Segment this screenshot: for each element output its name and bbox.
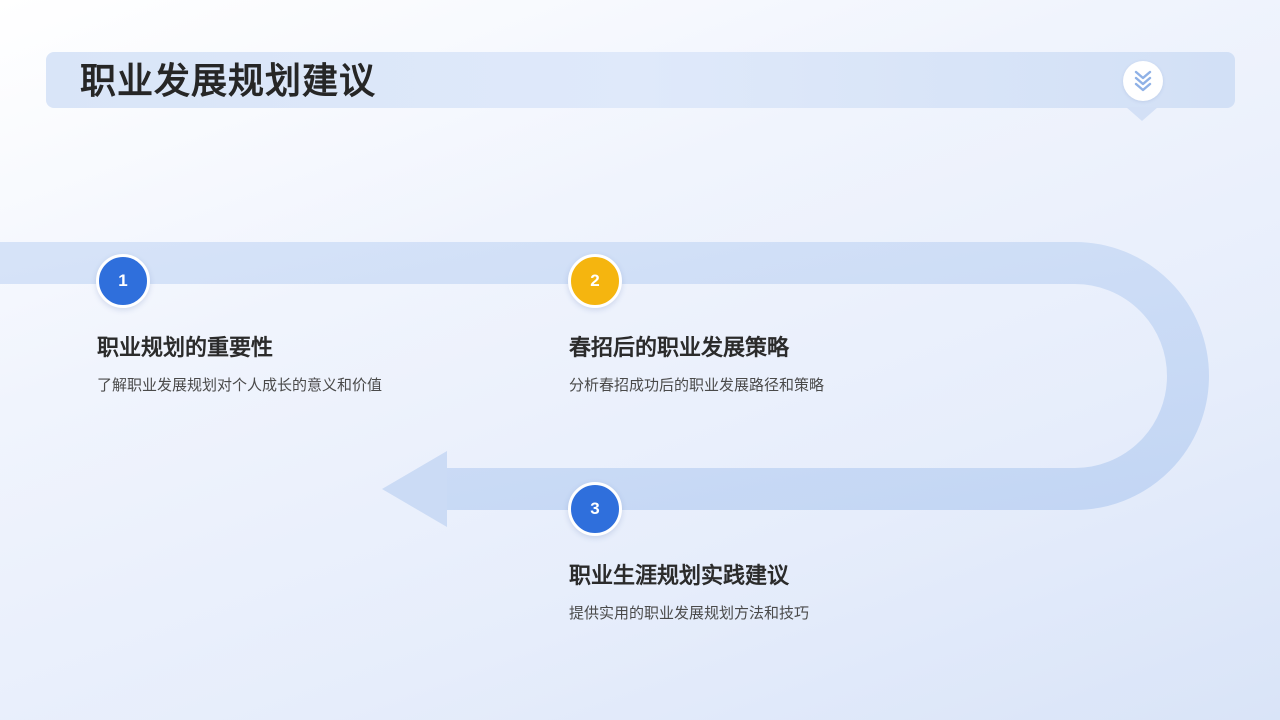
step-1-description: 了解职业发展规划对个人成长的意义和价值 [97,376,383,394]
step-2-title: 春招后的职业发展策略 [569,336,790,361]
step-3-number-badge: 3 [568,482,622,536]
step-3-description: 提供实用的职业发展规划方法和技巧 [569,604,810,622]
title-bar [46,52,1235,108]
step-1-title: 职业规划的重要性 [97,336,274,361]
step-2-number-badge: 2 [568,254,622,308]
page-title: 职业发展规划建议 [80,61,377,102]
flow-arrow-head [382,451,447,527]
step-3-title: 职业生涯规划实践建议 [569,564,790,589]
step-2-description: 分析春招成功后的职业发展路径和策略 [569,376,825,394]
scroll-down-badge[interactable] [1123,61,1163,101]
title-bar-pointer [1126,107,1158,121]
double-chevron-down-icon [1134,70,1152,92]
step-1-number-badge: 1 [96,254,150,308]
flow-path-track [0,242,1209,510]
